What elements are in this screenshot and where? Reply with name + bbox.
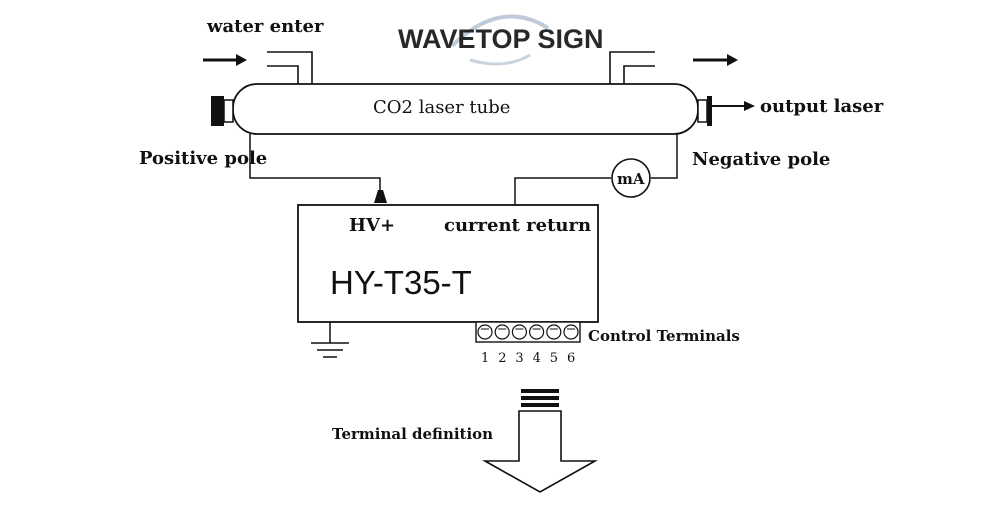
watermark-swoosh	[450, 14, 550, 48]
terminal-number-3: 3	[515, 351, 523, 366]
water-enter-arrow	[203, 54, 247, 66]
negative-pole-label: Negative pole	[692, 149, 830, 170]
watermark-swoosh-lower	[469, 53, 531, 66]
ammeter-symbol	[611, 158, 651, 198]
water-exit-arrow	[693, 54, 738, 66]
output-laser-arrow	[712, 101, 755, 111]
hv-plus-label: HV+	[349, 215, 395, 236]
terminal-screw-5	[546, 324, 562, 340]
terminal-number-1: 1	[481, 351, 489, 366]
tube-label: CO2 laser tube	[373, 97, 510, 118]
terminal-definition-label: Terminal definition	[332, 425, 493, 443]
water-enter-label: water enter	[206, 16, 324, 37]
tube-right-cap	[697, 96, 712, 126]
hv-connector	[374, 190, 387, 203]
positive-pole-label: Positive pole	[139, 148, 267, 169]
ammeter-label: mA	[617, 170, 645, 188]
control-terminals-label: Control Terminals	[588, 327, 740, 345]
terminal-screws	[477, 324, 579, 340]
positive-wire	[249, 134, 381, 190]
model-label: HY-T35-T	[330, 264, 472, 301]
output-laser-label: output laser	[760, 96, 884, 117]
power-supply-box	[297, 204, 599, 323]
terminal-definition-arrow	[481, 389, 599, 493]
current-return-label: current return	[444, 215, 591, 236]
terminal-screw-6	[563, 324, 579, 340]
terminal-number-5: 5	[550, 351, 558, 366]
negative-wire	[651, 134, 678, 179]
terminal-number-6: 6	[567, 351, 575, 366]
water-inlet-pipe	[267, 51, 313, 84]
terminal-screw-2	[494, 324, 510, 340]
terminal-screw-3	[511, 324, 528, 340]
ground-icon	[311, 322, 349, 358]
watermark-logo: WAVETOP SIGN	[398, 14, 604, 66]
terminal-number-4: 4	[533, 351, 541, 366]
terminal-number-2: 2	[498, 351, 506, 366]
return-wire	[514, 177, 611, 205]
tube-left-cap	[211, 96, 234, 126]
terminal-screw-1	[477, 324, 493, 340]
watermark-text: WAVETOP SIGN	[398, 24, 604, 54]
water-outlet-pipe	[609, 51, 655, 84]
terminal-screw-4	[528, 324, 545, 340]
